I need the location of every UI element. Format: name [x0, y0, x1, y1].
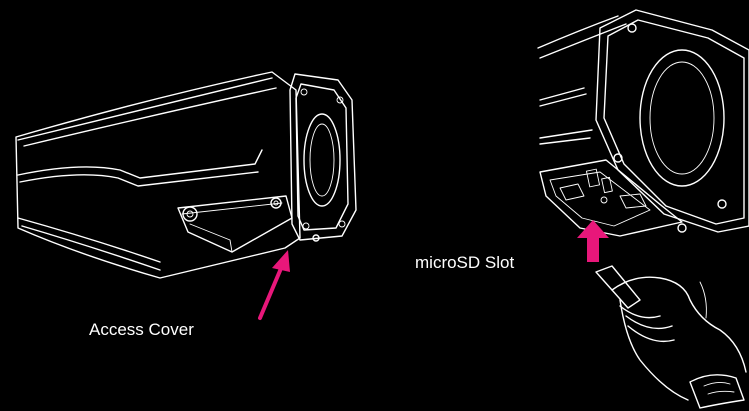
access-cover-arrow — [258, 250, 290, 320]
hand-icon — [595, 265, 747, 409]
access-cover-label: Access Cover — [89, 320, 194, 339]
camera-right-illustration — [537, 9, 749, 237]
camera-left-illustration — [15, 71, 357, 279]
microsd-slot-label: microSD Slot — [415, 253, 515, 272]
microsd-slot-arrow — [577, 220, 609, 262]
